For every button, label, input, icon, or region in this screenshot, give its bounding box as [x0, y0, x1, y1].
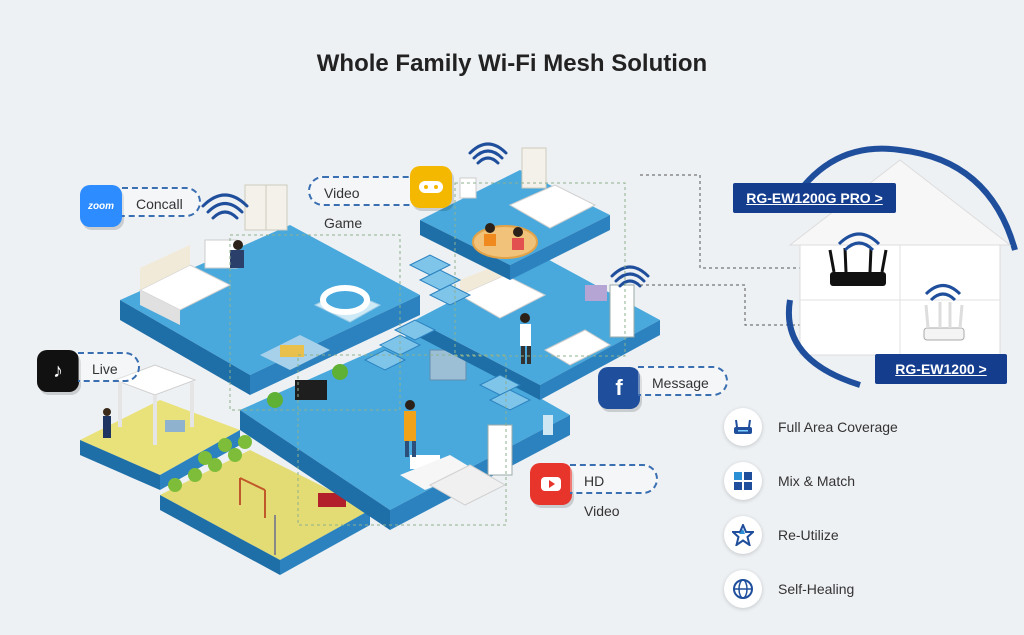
feature-re-utilize: Re-Utilize	[724, 515, 839, 555]
mesh-dashed-links	[229, 182, 626, 526]
app-label-live: Live	[78, 352, 140, 382]
floor-bedroom-right	[415, 255, 660, 400]
garden-block	[80, 400, 370, 575]
product-dashed-links	[640, 174, 910, 326]
star-icon	[724, 516, 762, 554]
product-button-rg-ew1200[interactable]: RG-EW1200 >	[875, 354, 1007, 384]
gamepad-icon	[410, 166, 452, 208]
feature-label: Re-Utilize	[778, 527, 839, 543]
router-icon	[724, 408, 762, 446]
floor-bedroom-left	[120, 184, 420, 395]
facebook-icon: f	[598, 367, 640, 409]
page-title: Whole Family Wi-Fi Mesh Solution	[316, 50, 708, 77]
app-label-concall: Concall	[122, 187, 201, 217]
floor-living	[240, 330, 570, 530]
feature-mix-and-match: Mix & Match	[724, 461, 855, 501]
app-label-hd-video: HD Video	[570, 464, 658, 519]
app-label-message: Message	[638, 366, 728, 396]
globe-icon	[724, 570, 762, 608]
tiktok-icon: ♪	[37, 350, 79, 392]
feature-full-area-coverage: Full Area Coverage	[724, 407, 898, 447]
feature-label: Full Area Coverage	[778, 419, 898, 435]
product-button-rg-ew1200g-pro[interactable]: RG-EW1200G PRO >	[733, 183, 896, 213]
product-house	[785, 145, 1018, 388]
floor-top	[420, 147, 610, 280]
wifi-signals	[201, 142, 650, 288]
zoom-icon: zoom	[80, 185, 122, 227]
stairs	[363, 254, 532, 411]
feature-self-healing: Self-Healing	[724, 569, 854, 609]
app-label-video-game: Video Game	[308, 176, 412, 231]
grid-icon	[724, 462, 762, 500]
youtube-icon	[530, 463, 572, 505]
feature-label: Mix & Match	[778, 473, 856, 489]
feature-label: Self-Healing	[778, 581, 855, 597]
